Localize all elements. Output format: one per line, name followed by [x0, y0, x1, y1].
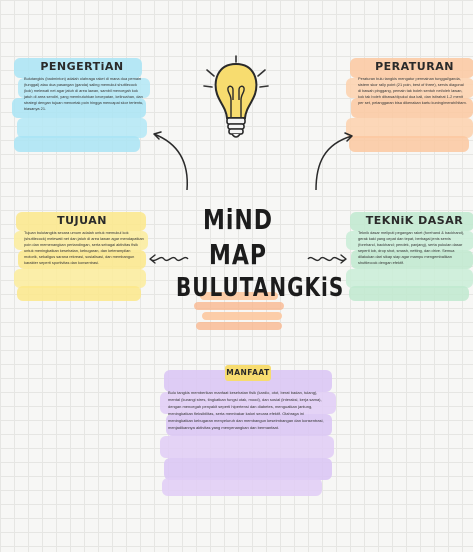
manfaat-highlight — [160, 364, 336, 498]
manfaat-body: Bulu tangkis memberikan manfaat kesehata… — [168, 390, 324, 430]
manfaat-title: MANFAAT — [226, 368, 270, 377]
tujuan-body: Tujuan bulutangkis secara umum adalah un… — [24, 230, 144, 266]
connector-arrow-pengertian — [153, 131, 189, 191]
connector-arrow-teknik — [307, 254, 347, 264]
peraturan-title: PERATURAN — [375, 60, 454, 73]
tujuan-highlight — [14, 210, 150, 302]
connector-arrow-tujuan — [149, 254, 189, 264]
teknik-body: Teknik dasar meliputi pegangan raket (fo… — [358, 230, 465, 266]
lightbulb-icon — [203, 55, 269, 138]
manfaat-title-tag: MANFAAT — [225, 365, 271, 381]
pengertian-body: Bulutangkis (badminton) adalah olahraga … — [24, 76, 144, 112]
peraturan-card: PERATURAN Peraturan bulu tangkis mengatu… — [346, 56, 473, 154]
connector-arrow-peraturan — [315, 132, 353, 191]
tujuan-card: TUJUAN Tujuan bulutangkis secara umum ad… — [14, 210, 150, 302]
pengertian-card: PENGERTiAN Bulutangkis (badminton) adala… — [12, 56, 150, 154]
title-underline-strokes — [194, 290, 286, 340]
teknik-card: TEKNiK DASAR Teknik dasar meliputi pegan… — [346, 210, 473, 302]
teknik-highlight — [346, 210, 473, 302]
mind-map-title: MiND MAP BULUTANGKiS — [176, 204, 343, 302]
title-line-2: BULUTANGKiS — [176, 271, 345, 303]
teknik-title: TEKNiK DASAR — [365, 214, 464, 227]
peraturan-highlight — [346, 56, 473, 154]
pengertian-highlight — [12, 56, 150, 154]
tujuan-title: TUJUAN — [57, 214, 107, 227]
pengertian-title: PENGERTiAN — [40, 60, 124, 73]
manfaat-card: MANFAAT Bulu tangkis memberikan manfaat … — [160, 364, 336, 498]
peraturan-body: Peraturan bulu tangkis mengatur permaina… — [358, 76, 467, 106]
title-line-1: MiND MAP — [202, 205, 274, 272]
